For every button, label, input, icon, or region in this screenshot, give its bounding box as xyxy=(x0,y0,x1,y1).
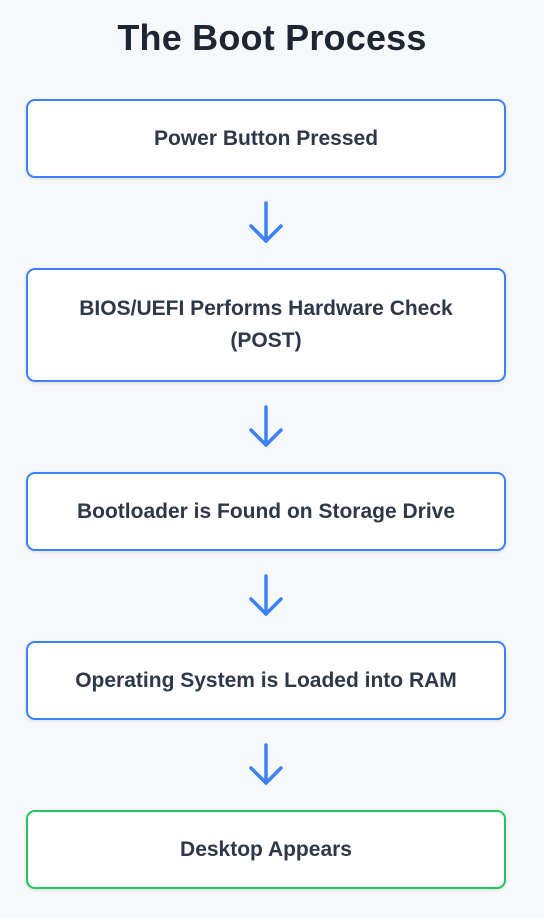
arrow-down-icon xyxy=(249,201,283,243)
step-power-button: Power Button Pressed xyxy=(26,99,506,178)
flowchart: Power Button Pressed BIOS/UEFI Performs … xyxy=(26,99,506,889)
page-title: The Boot Process xyxy=(117,17,427,58)
arrow-down-icon xyxy=(249,405,283,447)
flow-arrow-3 xyxy=(26,551,506,641)
step-desktop-appears: Desktop Appears xyxy=(26,810,506,889)
flow-arrow-1 xyxy=(26,178,506,268)
step-bootloader: Bootloader is Found on Storage Drive xyxy=(26,472,506,551)
arrow-down-icon xyxy=(249,574,283,616)
step-bios-post: BIOS/UEFI Performs Hardware Check (POST) xyxy=(26,268,506,382)
step-os-loaded: Operating System is Loaded into RAM xyxy=(26,641,506,720)
flow-arrow-2 xyxy=(26,382,506,472)
arrow-down-icon xyxy=(249,743,283,785)
flow-arrow-4 xyxy=(26,720,506,810)
